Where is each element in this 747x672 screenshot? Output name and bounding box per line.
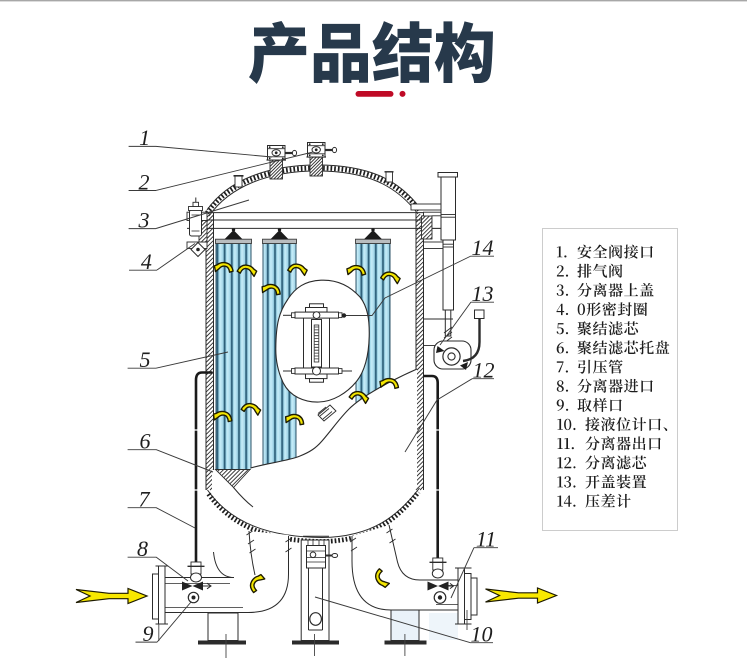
svg-text:6: 6 xyxy=(140,429,151,454)
svg-text:9: 9 xyxy=(143,621,154,646)
svg-text:13: 13 xyxy=(472,281,494,306)
svg-text:2: 2 xyxy=(139,169,150,194)
svg-text:11: 11 xyxy=(476,527,496,552)
svg-text:10: 10 xyxy=(471,622,493,647)
svg-text:3: 3 xyxy=(138,207,150,232)
svg-text:12: 12 xyxy=(473,358,495,383)
svg-text:8: 8 xyxy=(137,536,148,561)
svg-text:7: 7 xyxy=(139,487,151,512)
svg-text:4: 4 xyxy=(141,249,152,274)
svg-text:14: 14 xyxy=(472,235,494,260)
svg-text:1: 1 xyxy=(139,125,150,150)
svg-text:5: 5 xyxy=(140,347,151,372)
